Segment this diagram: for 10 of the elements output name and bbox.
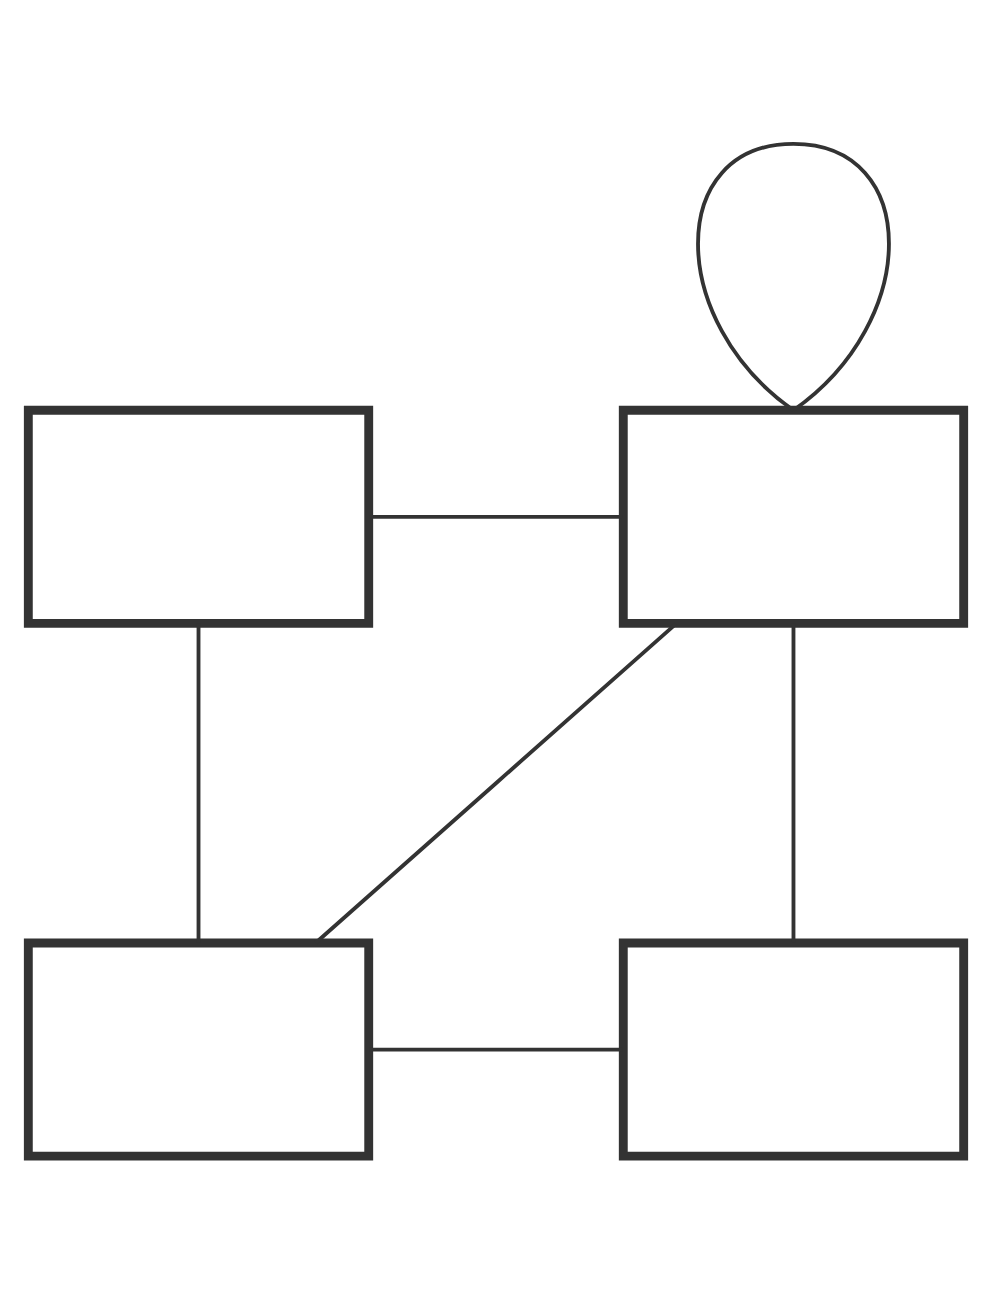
node-box bbox=[618, 938, 969, 1161]
node-box bbox=[23, 405, 374, 628]
connector bbox=[314, 622, 678, 945]
connector bbox=[696, 141, 891, 412]
node-box bbox=[23, 938, 374, 1161]
connector bbox=[196, 623, 201, 943]
connector bbox=[369, 514, 623, 519]
connector bbox=[791, 623, 796, 943]
node-box bbox=[618, 405, 969, 628]
connector bbox=[369, 1047, 623, 1052]
